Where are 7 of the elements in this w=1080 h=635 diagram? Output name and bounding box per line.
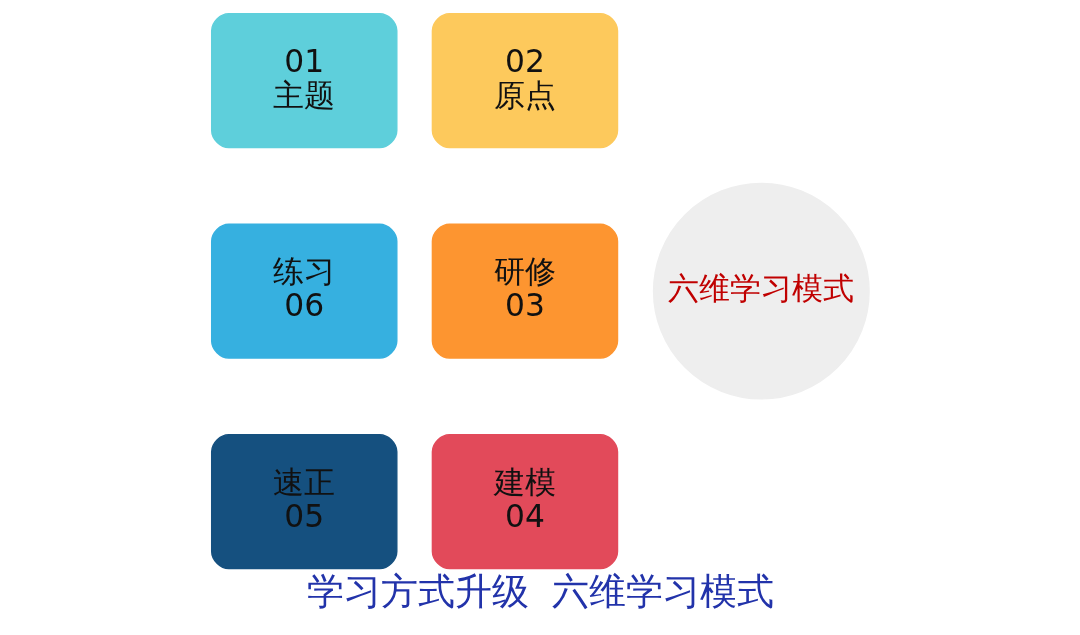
- node-box: 01 主题: [210, 13, 397, 149]
- node-box: 研修 03: [431, 223, 618, 359]
- node-box: 建模 04: [431, 434, 618, 570]
- caption: 学习方式升级 六维学习模式: [306, 569, 774, 613]
- node-box: 速正 05: [210, 434, 397, 570]
- node-box: 02 原点: [431, 13, 618, 149]
- node-box: 练习 06: [210, 223, 397, 359]
